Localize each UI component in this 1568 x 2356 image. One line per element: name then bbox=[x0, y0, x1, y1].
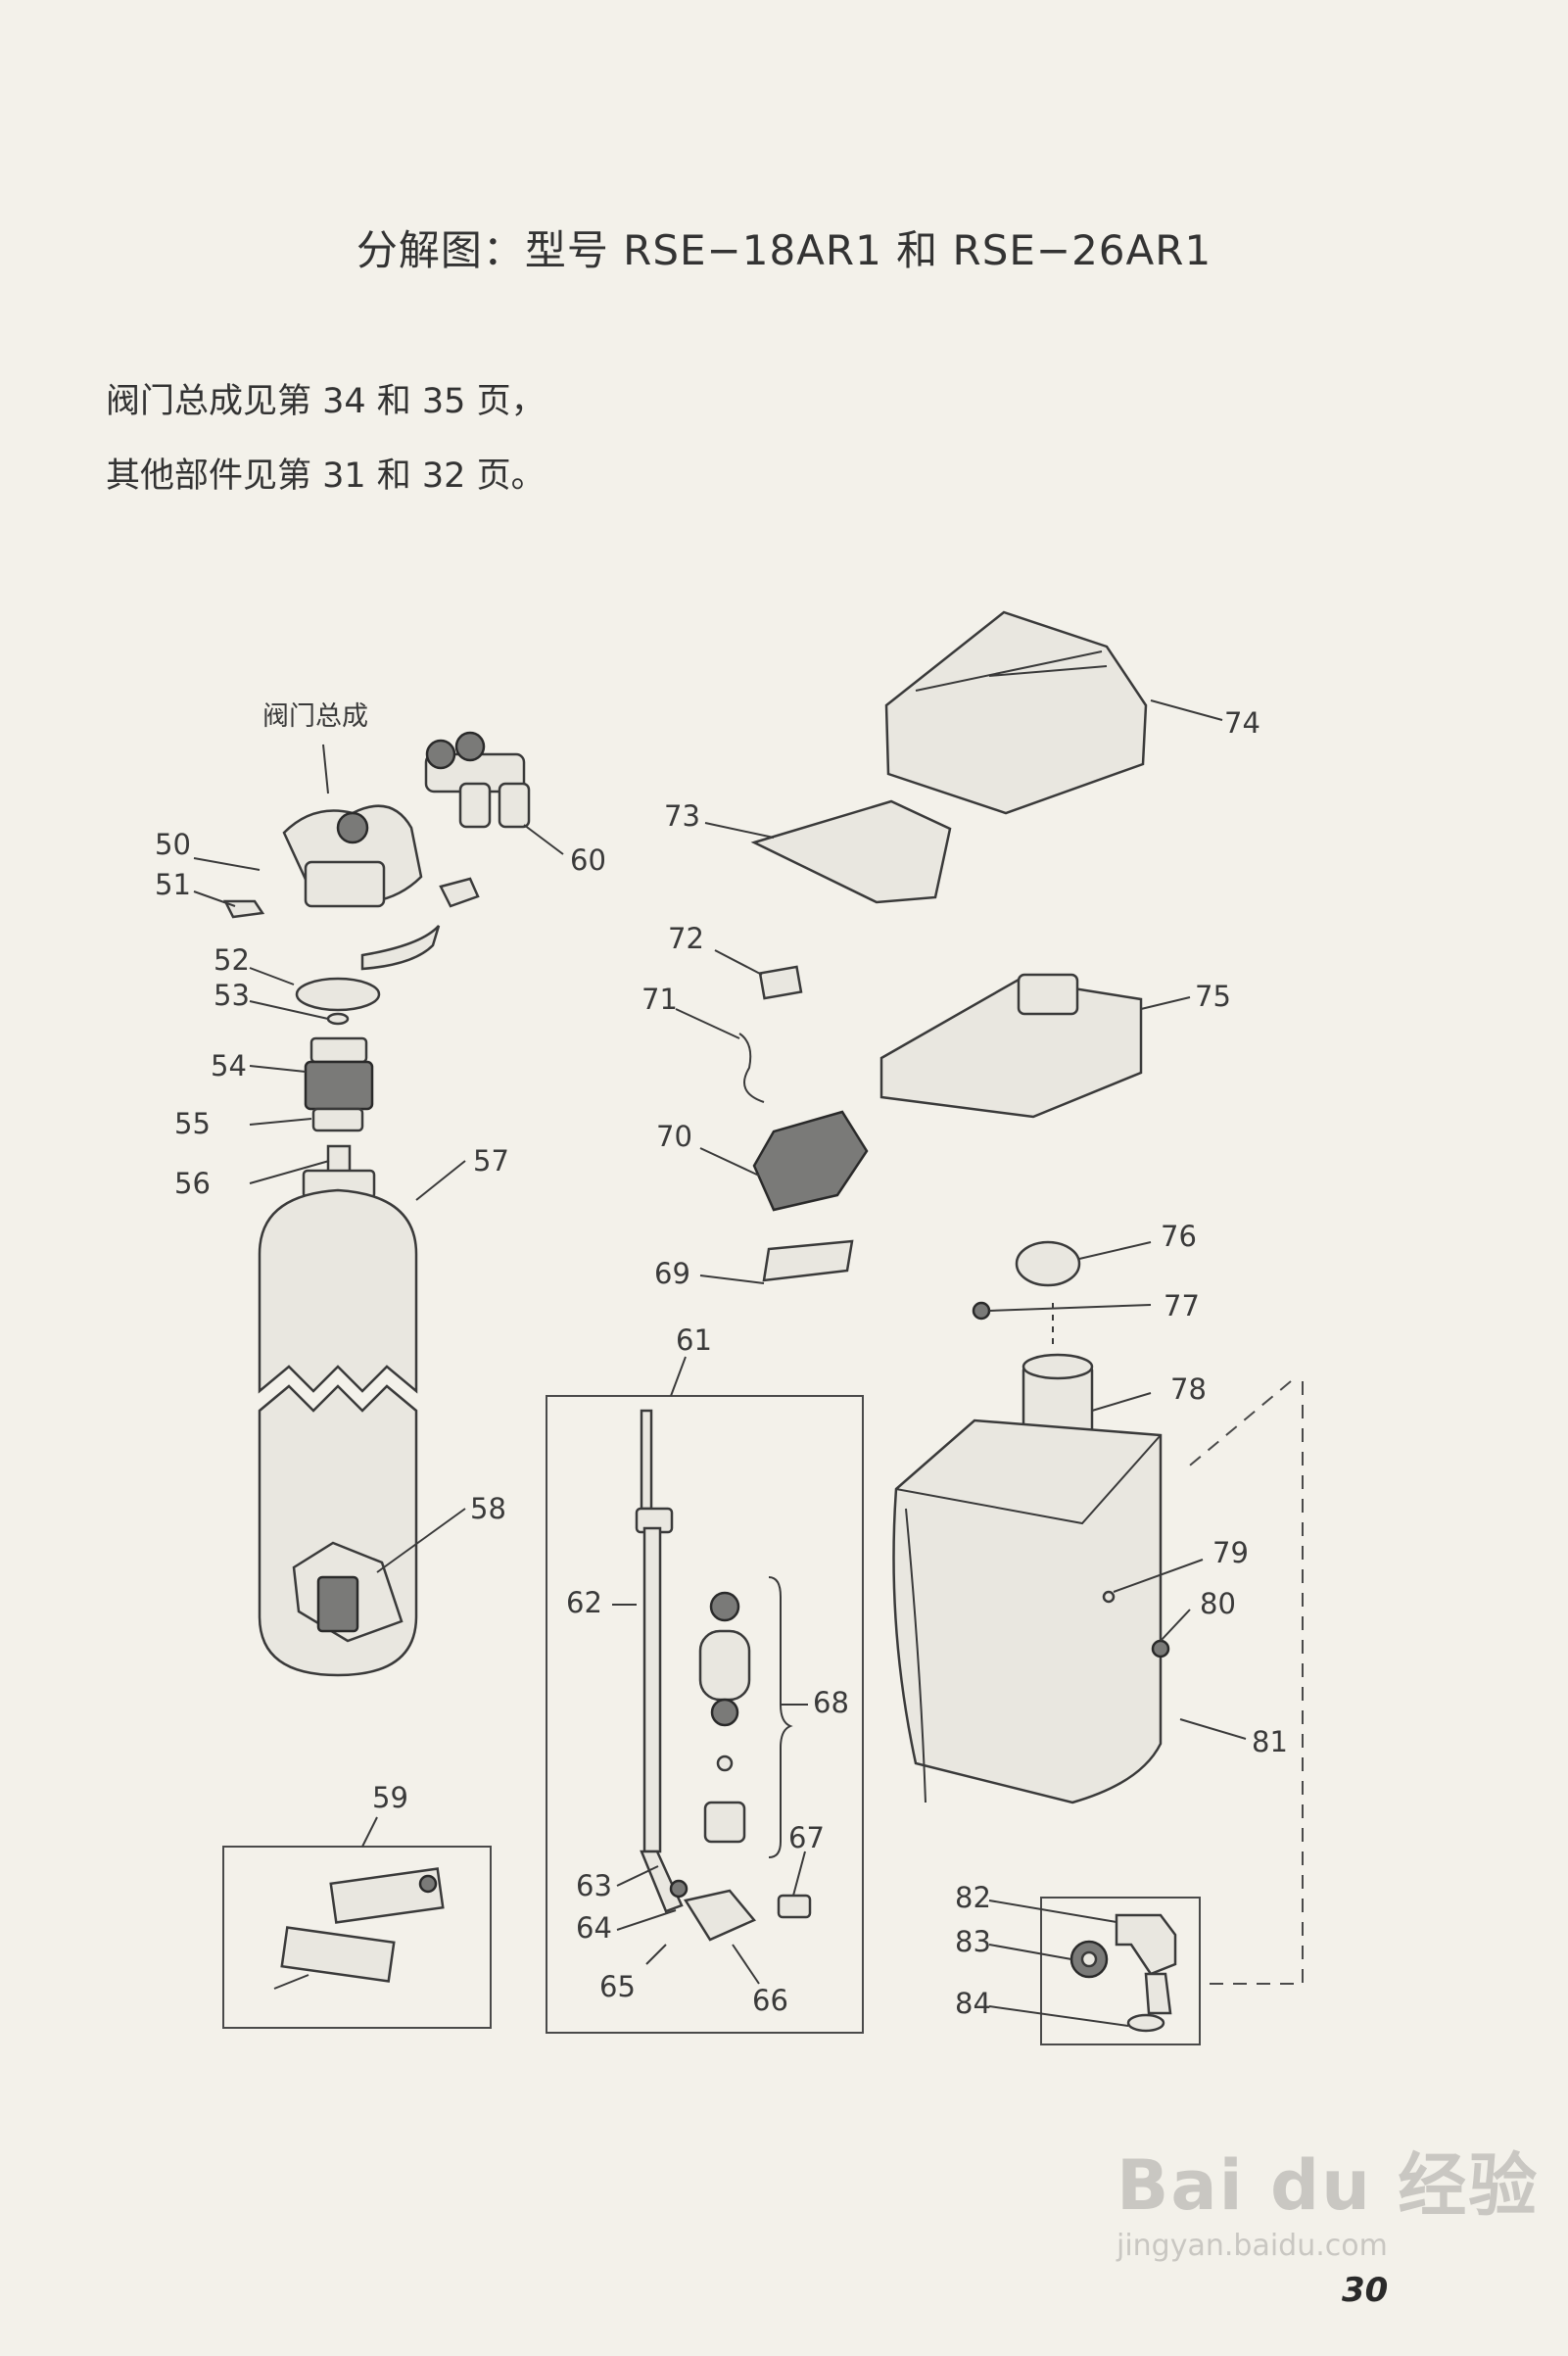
callout-71: 71 bbox=[641, 983, 678, 1016]
overflow-connection-dashed-line bbox=[1184, 1380, 1304, 1985]
callout-67: 67 bbox=[788, 1821, 825, 1854]
callout-51: 51 bbox=[155, 868, 191, 901]
callout-64: 64 bbox=[576, 1911, 612, 1945]
o-ring-53-illustration bbox=[326, 1012, 350, 1026]
callout-52: 52 bbox=[214, 943, 250, 977]
callout-83: 83 bbox=[955, 1925, 991, 1958]
callout-74: 74 bbox=[1224, 706, 1260, 740]
cap-illustration-76 bbox=[1015, 1240, 1081, 1287]
callout-61: 61 bbox=[676, 1323, 712, 1357]
watermark-logo: Bai du 经验 bbox=[1117, 2145, 1540, 2226]
callout-69: 69 bbox=[654, 1257, 690, 1290]
parts-box-61 bbox=[546, 1395, 864, 2034]
callout-82: 82 bbox=[955, 1881, 991, 1914]
controller-illustration-70 bbox=[752, 1110, 869, 1212]
callout-62: 62 bbox=[566, 1586, 602, 1619]
callout-76: 76 bbox=[1161, 1220, 1197, 1253]
callout-72: 72 bbox=[668, 922, 704, 955]
callout-58: 58 bbox=[470, 1492, 506, 1525]
parts-box-59 bbox=[222, 1846, 492, 2029]
cable-illustration-71 bbox=[738, 1033, 765, 1103]
resin-tank-illustration bbox=[258, 1169, 418, 1677]
distributor-head-illustration bbox=[304, 1036, 374, 1132]
clip-illustration-77 bbox=[972, 1301, 991, 1321]
overflow-elbow-illustration bbox=[1069, 1913, 1177, 2033]
callout-53: 53 bbox=[214, 979, 250, 1012]
callout-59: 59 bbox=[372, 1781, 408, 1814]
top-cover-illustration-74 bbox=[884, 610, 1148, 815]
callout-84: 84 bbox=[955, 1987, 991, 2020]
valve-assembly-illustration: 阀门总成 bbox=[222, 701, 480, 971]
label-illustration-72 bbox=[758, 965, 803, 1000]
brackets-illustration-59 bbox=[273, 1867, 445, 1990]
callout-79: 79 bbox=[1212, 1536, 1249, 1569]
page-title: 分解图：型号 RSE−18AR1 和 RSE−26AR1 bbox=[356, 226, 1212, 274]
callout-57: 57 bbox=[473, 1144, 509, 1178]
screw-illustration-80 bbox=[1151, 1639, 1170, 1659]
callout-70: 70 bbox=[656, 1120, 692, 1153]
callout-leader-lines bbox=[193, 699, 1247, 2027]
callout-56: 56 bbox=[174, 1167, 211, 1200]
callout-68: 68 bbox=[813, 1686, 849, 1719]
callout-80: 80 bbox=[1200, 1587, 1236, 1620]
callout-60: 60 bbox=[570, 843, 606, 877]
valve-assembly-label: 阀门总成 bbox=[262, 701, 368, 732]
callout-54: 54 bbox=[211, 1049, 247, 1082]
salt-tray-illustration-75 bbox=[879, 973, 1143, 1119]
salt-lid-illustration-73 bbox=[750, 799, 952, 904]
callout-65: 65 bbox=[599, 1970, 636, 2003]
brine-valve-illustration bbox=[635, 1409, 812, 1942]
intro-text: 阀门总成见第 34 和 35 页， 其他部件见第 31 和 32 页。 bbox=[106, 364, 546, 513]
callout-numbers: 50 51 52 53 54 55 56 57 58 59 60 61 62 6… bbox=[155, 706, 1288, 2020]
intro-line-1: 阀门总成见第 34 和 35 页， bbox=[106, 382, 546, 421]
callout-77: 77 bbox=[1164, 1289, 1200, 1322]
cabinet-illustration-81 bbox=[892, 1418, 1163, 1804]
bypass-fittings-illustration bbox=[424, 731, 531, 829]
o-ring-52-illustration bbox=[295, 977, 381, 1012]
page-number: 30 bbox=[1342, 2271, 1389, 2310]
callout-66: 66 bbox=[752, 1984, 788, 2017]
callout-50: 50 bbox=[155, 828, 191, 861]
parts-box-82 bbox=[1040, 1897, 1201, 2045]
screw-illustration-79 bbox=[1102, 1590, 1116, 1604]
callout-55: 55 bbox=[174, 1107, 211, 1140]
callout-73: 73 bbox=[664, 799, 700, 833]
callout-81: 81 bbox=[1252, 1725, 1288, 1758]
baidu-watermark: Bai du 经验 jingyan.baidu.com bbox=[1117, 2131, 1540, 2263]
callout-63: 63 bbox=[576, 1869, 612, 1902]
watermark-url: jingyan.baidu.com bbox=[1117, 2229, 1388, 2263]
callout-78: 78 bbox=[1170, 1372, 1207, 1406]
intro-line-2: 其他部件见第 31 和 32 页。 bbox=[106, 457, 546, 496]
tray-illustration-69 bbox=[762, 1239, 854, 1282]
callout-75: 75 bbox=[1195, 980, 1231, 1013]
